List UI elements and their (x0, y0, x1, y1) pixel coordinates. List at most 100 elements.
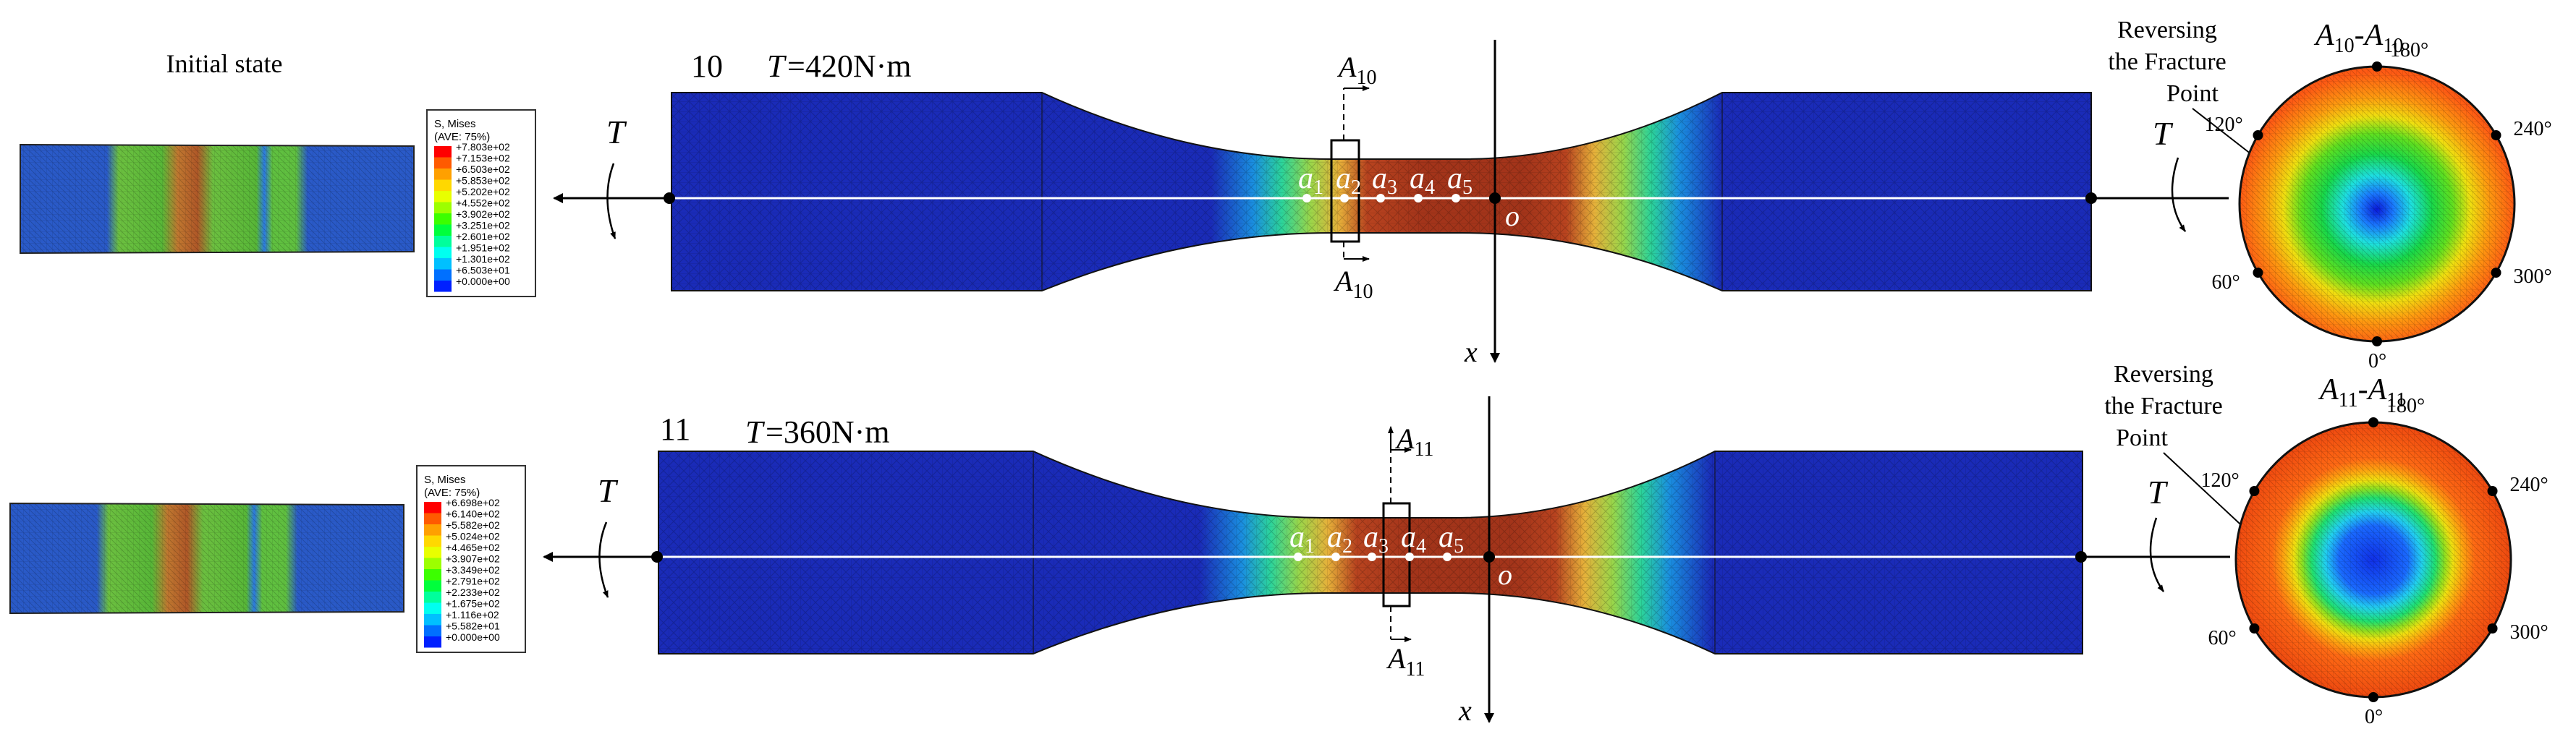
legend-11-value: +6.698e+02 (446, 497, 500, 508)
cross-section-11: 180°240°300°0°60°120° (2200, 395, 2548, 728)
point-10-dot (1452, 194, 1460, 202)
legend-10-swatch (434, 202, 452, 213)
legend-11-value: +3.349e+02 (446, 564, 500, 576)
torque-symbol-left-11: T (598, 472, 619, 509)
section-11-angle-dot (2249, 486, 2260, 496)
legend-11-value: +2.791e+02 (446, 576, 500, 587)
legend-10-swatch (434, 169, 452, 180)
legend-11-swatch (424, 524, 441, 536)
point-11-dot (1294, 553, 1302, 561)
panel-number-10: 10 (691, 48, 723, 84)
legend-11-swatch (424, 513, 441, 524)
legend-10-swatch (434, 236, 452, 247)
section-11-angle-label: 180° (2386, 395, 2425, 417)
legend-11-swatch (424, 592, 441, 603)
point-10-label: a2 (1336, 162, 1361, 199)
legend-10-value: +7.153e+02 (456, 153, 510, 164)
section-10-angle-label: 240° (2514, 118, 2552, 140)
legend-11-swatch (424, 602, 441, 614)
legend-10-value: +3.251e+02 (456, 220, 510, 231)
section-title-11: A11-A11 (2318, 373, 2406, 411)
point-11-dot (1368, 553, 1376, 561)
specimen-11 (658, 451, 2083, 654)
legend-10-swatch (434, 247, 452, 258)
legend-title: S, Mises (434, 118, 476, 130)
legend-11-swatch (424, 580, 441, 592)
panel-10: Initial state S, Mises (AVE: 75%) +7.803… (20, 17, 2552, 372)
legend-11-swatch (424, 569, 441, 581)
legend-11-swatch (424, 625, 441, 636)
section-11-angle-dot (2249, 623, 2260, 634)
specimen-10 (671, 92, 2092, 291)
section-10-angle-label: 120° (2204, 114, 2242, 136)
section-label-bottom-11: A11 (1386, 642, 1425, 681)
legend-11-value: +1.675e+02 (446, 598, 500, 610)
point-11-label: a1 (1289, 521, 1315, 558)
section-10-angle-dot (2491, 268, 2501, 278)
point-10-label: a5 (1447, 162, 1473, 199)
cross-section-10: 180°240°300°0°60°120° (2204, 39, 2551, 372)
legend-10-value: +6.503e+01 (456, 265, 510, 276)
point-10-dot (1376, 194, 1385, 202)
section-11-angle-label: 300° (2510, 621, 2549, 644)
point-10-label: a4 (1410, 162, 1435, 199)
right-torque-10: T (2093, 115, 2229, 232)
legend-11-value: +0.000e+00 (446, 631, 500, 643)
x-axis-label-11: x (1458, 694, 1472, 727)
point-10-label: a3 (1372, 162, 1397, 199)
legend-10-value: +0.000e+00 (456, 276, 510, 287)
legend-10-value: +5.853e+02 (456, 175, 510, 187)
legend-10-value: +3.902e+02 (456, 208, 510, 220)
section-10-angle-dot (2372, 61, 2382, 72)
torque-symbol-11: T (745, 414, 766, 450)
legend-11-value: +6.140e+02 (446, 508, 500, 520)
legend-11-value: +2.233e+02 (446, 587, 500, 598)
legend-10-value: +5.202e+02 (456, 186, 510, 197)
legend-10-swatch (434, 146, 452, 158)
section-11-angle-label: 240° (2510, 474, 2549, 496)
legend-10-swatch (434, 191, 452, 202)
point-11-label: a5 (1439, 521, 1464, 558)
point-10-dot (1302, 194, 1311, 202)
section-10-angle-dot (2372, 336, 2382, 346)
legend-10-swatch (434, 213, 452, 225)
left-torque-10: T (553, 114, 669, 239)
section-10-angle-label: 0° (2368, 350, 2386, 372)
section-label-top-11: A11 (1394, 422, 1433, 461)
torque-value-10: =420N·m (787, 48, 911, 84)
legend-11-value: +1.116e+02 (446, 609, 499, 621)
point-11-dot (1331, 553, 1340, 561)
torque-value-11: =360N·m (766, 414, 889, 450)
panel-number-11: 11 (660, 411, 690, 447)
section-10-angle-dot (2253, 130, 2263, 140)
section-label-top-10: A10 (1336, 51, 1376, 89)
section-10-angle-dot (2491, 130, 2501, 140)
point-11-label: a4 (1401, 521, 1426, 558)
left-end-dot-11 (651, 551, 663, 563)
torque-symbol-right-11: T (2148, 474, 2169, 511)
reversing-label-10-l2: the Fracture (2108, 48, 2226, 75)
point-11-dot (1443, 553, 1452, 561)
point-10-label: a1 (1298, 162, 1323, 199)
legend-10-swatch (434, 224, 452, 236)
legend-10-value: +7.803e+02 (456, 141, 510, 153)
panel-11: S, Mises (AVE: 75%) +6.698e+02+6.140e+02… (9, 361, 2549, 728)
left-end-dot-10 (664, 192, 675, 204)
legend-11-value: +4.465e+02 (446, 542, 500, 553)
legend-11-swatch (424, 558, 441, 569)
reversing-label-10-l1: Reversing (2117, 17, 2217, 43)
section-10-angle-label: 180° (2390, 39, 2428, 61)
origin-dot-10 (1489, 192, 1501, 204)
initial-state-specimen (20, 143, 415, 255)
point-11-dot (1405, 553, 1414, 561)
initial-state-specimen-11 (9, 502, 404, 615)
legend-10-value: +6.503e+02 (456, 163, 510, 175)
section-title-10: A10-A10 (2313, 19, 2403, 57)
section-10-angle-dot (2253, 268, 2263, 278)
torque-symbol-10: T (767, 48, 787, 84)
legend-11-swatch (424, 535, 441, 547)
section-label-bottom-10: A10 (1333, 265, 1373, 303)
origin-label-11: o (1498, 558, 1512, 591)
initial-state-label: Initial state (166, 49, 283, 78)
point-10-dot (1340, 194, 1349, 202)
